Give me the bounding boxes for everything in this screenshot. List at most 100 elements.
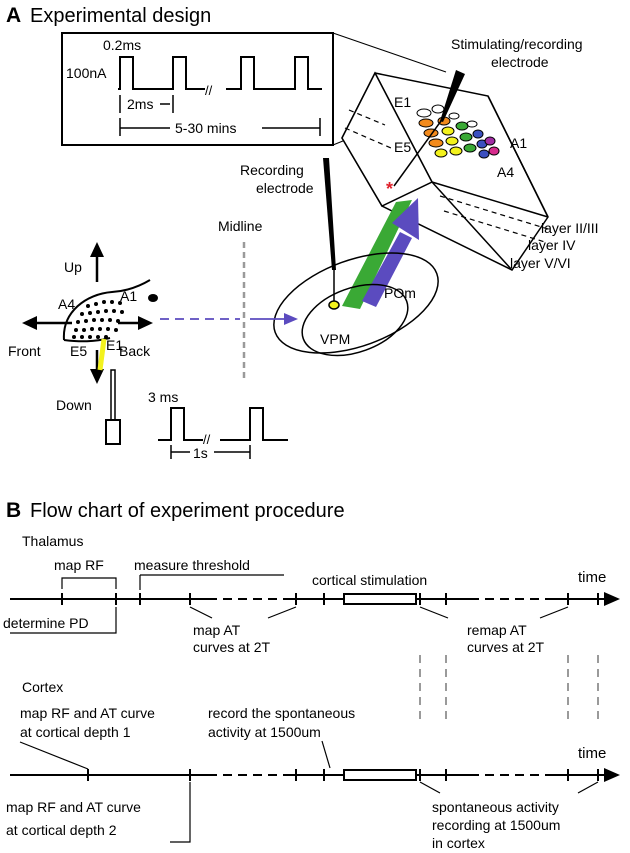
pom-label: POm [384, 285, 416, 301]
barrel [478, 149, 490, 159]
deflected-whisker [97, 338, 107, 371]
thalamus-cortical-stimulation-bar [343, 593, 417, 605]
whisker-dot [88, 335, 92, 339]
whisker-dot [112, 309, 116, 313]
barrel [463, 143, 477, 153]
direction-label-back: Back [119, 343, 151, 359]
whisker-dot [74, 328, 78, 332]
whisker-dot [108, 318, 112, 322]
spont-rec-label-line1: spontaneous activity [432, 799, 559, 815]
cortex-timeline [10, 768, 620, 782]
barrel [488, 146, 500, 156]
midline-label: Midline [218, 218, 263, 234]
pulse-width-label: 0.2ms [103, 37, 141, 53]
depth1-label-line1: map RF and AT curve [20, 705, 155, 721]
whisker-pulse-trace-left [158, 407, 203, 441]
barrel [418, 118, 434, 128]
barrel-map [416, 104, 500, 159]
determine-pd-leader [10, 607, 117, 634]
whisker-pad-outline [62, 279, 151, 341]
layer-boundary-side-1 [439, 195, 549, 230]
barrel-label-a1: A1 [510, 135, 527, 151]
cortex-block-front-face [341, 71, 434, 207]
spont-rec-label-line3: in cortex [432, 835, 485, 851]
recording-site [328, 300, 340, 310]
thalamus-heading: Thalamus [22, 533, 83, 549]
purple-pathway-head [392, 198, 419, 240]
whisker-dot [104, 309, 108, 313]
pulse-train-right [226, 56, 322, 90]
spontaneous-label-line1: record the spontaneous [208, 705, 355, 721]
map-rf-bracket [61, 577, 117, 589]
whisker-dot [102, 300, 106, 304]
spontaneous-label-line2: activity at 1500um [208, 724, 321, 740]
whisker-dot [96, 310, 100, 314]
up-arrowhead [90, 242, 104, 257]
barrel [466, 120, 478, 128]
measure-threshold-label: measure threshold [134, 557, 250, 573]
whisker-a1-dot [148, 294, 158, 302]
whisker-interval-label: 1s [193, 445, 208, 461]
back-arrowhead [138, 316, 153, 330]
map-at-leader-right [267, 606, 297, 619]
cortex-block-edge-bottom [431, 181, 513, 271]
determine-pd-label: determine PD [3, 615, 89, 631]
panel-a-letter: A [6, 4, 21, 27]
map-at-leader-left [189, 606, 213, 619]
zoom-line-top [332, 32, 447, 73]
map-at-label-line1: map AT [193, 622, 241, 638]
remap-at-leader-right [539, 606, 569, 619]
pulse-train-left [118, 56, 205, 90]
remap-at-label-line2: curves at 2T [467, 639, 544, 655]
time-label-thalamus: time [578, 569, 606, 586]
cortex-block [341, 71, 549, 271]
barrel [416, 108, 432, 118]
stimulation-site-star: * [386, 179, 393, 199]
spont-rec-leader-left [419, 781, 441, 794]
whisker-dot [96, 335, 100, 339]
stimulating-electrode-label-line1: Stimulating/recording [451, 36, 583, 52]
whisker-dot [114, 328, 118, 332]
cortex-block-edge-back [487, 95, 549, 218]
thalamus-timeline-arrowhead [604, 592, 620, 606]
deflector-rod [110, 369, 116, 421]
cortex-cortical-stimulation-bar [343, 769, 417, 781]
whisker-dot [106, 327, 110, 331]
barrel [445, 136, 459, 146]
barrel [472, 129, 484, 139]
whisker-dot [120, 310, 124, 314]
whisker-pad [62, 279, 158, 343]
panel-a-title: Experimental design [30, 5, 211, 27]
whisker-pad-label-e1: E1 [106, 337, 123, 353]
whisker-stimulus: // 3 ms 1s [148, 389, 288, 461]
barrel [459, 132, 473, 142]
barrel [434, 148, 448, 158]
remap-at-leader-left [419, 606, 449, 619]
thalamus-outer [273, 252, 439, 354]
whisker-dot [94, 302, 98, 306]
stimulating-electrode-shaft [393, 120, 442, 187]
whisker-dots [72, 300, 124, 339]
stimulating-electrode [440, 70, 465, 122]
whisker-dot [90, 327, 94, 331]
layer-label-2-3: layer II/III [541, 220, 599, 236]
front-arrowhead [22, 316, 37, 330]
depth2-label-line2: at cortical depth 2 [6, 822, 117, 838]
cortical-stimulation-label: cortical stimulation [312, 572, 427, 588]
spontaneous-leader [321, 740, 331, 769]
whisker-dot [84, 319, 88, 323]
barrel [484, 136, 496, 146]
recording-electrode-label-line1: Recording [240, 162, 304, 178]
pulse-break-mark: // [205, 83, 213, 98]
remap-at-label-line1: remap AT [467, 622, 527, 638]
vpm-label: VPM [320, 331, 350, 347]
whisker-pad-label-a1: A1 [120, 288, 137, 304]
whisker-pulse-width-label: 3 ms [148, 389, 178, 405]
interval-label: 2ms [127, 96, 153, 112]
whisker-pulse-trace-right [220, 407, 288, 441]
barrel-label-e1: E1 [394, 94, 411, 110]
cortex-heading: Cortex [22, 679, 63, 695]
whisker-dot [118, 301, 122, 305]
whisker-pad-label-e5: E5 [70, 343, 87, 359]
thalamus-timeline [10, 592, 620, 606]
